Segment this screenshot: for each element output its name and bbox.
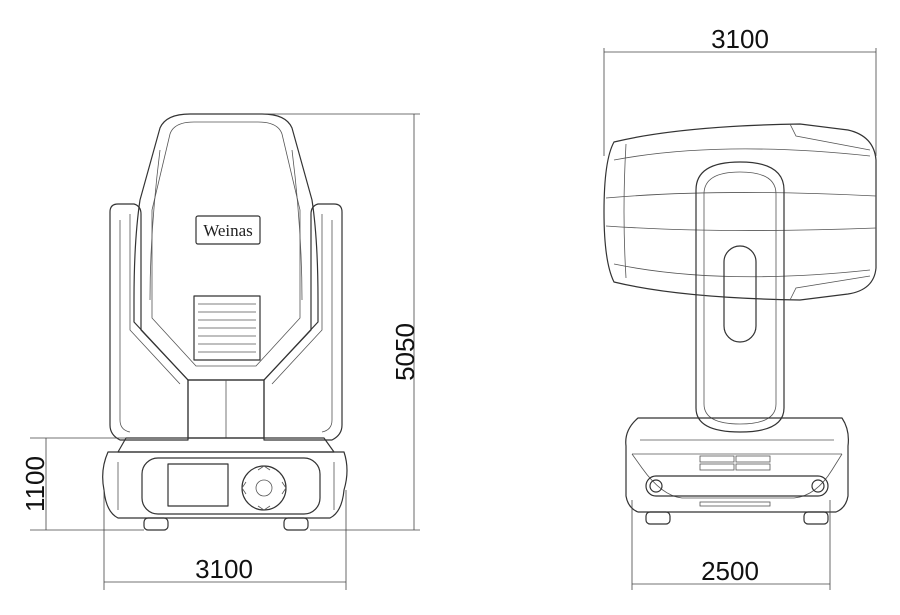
side-view [603, 123, 877, 525]
front-base [102, 437, 348, 531]
brand-label: Weinas [203, 221, 253, 240]
front-yoke-neck [187, 379, 265, 439]
side-head [603, 123, 877, 301]
dim-base-height: 1100 [20, 456, 50, 512]
side-dimensions: 3100 2500 [603, 24, 877, 590]
front-dimensions: 5050 1100 3100 [20, 113, 420, 590]
side-yoke-arm [695, 161, 785, 433]
front-vent [193, 295, 261, 361]
dim-total-height: 5050 [390, 323, 420, 381]
brand-logo: Weinas [195, 215, 261, 245]
dim-side-top-width: 3100 [711, 24, 769, 54]
front-right-arm [263, 203, 343, 441]
front-view: Weinas [102, 113, 348, 531]
front-head [133, 113, 319, 381]
dim-side-base-width: 2500 [701, 556, 759, 586]
dim-front-width: 3100 [195, 554, 253, 584]
side-base [625, 417, 849, 525]
front-left-arm [109, 203, 189, 441]
